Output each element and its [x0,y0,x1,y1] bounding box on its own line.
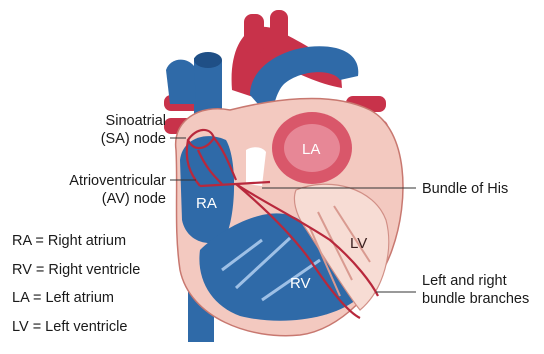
legend-item-la: LA = Left atrium [12,284,140,313]
chamber-label-lv: LV [350,235,367,252]
abbreviation-legend: RA = Right atrium RV = Right ventricle L… [12,227,140,341]
av-node-label: Atrioventricular (AV) node [32,172,166,208]
right-atrium [180,136,234,243]
sa-node-label: Sinoatrial (SA) node [62,112,166,148]
legend-item-lv: LV = Left ventricle [12,313,140,342]
chamber-label-la: LA [302,141,320,158]
legend-item-rv: RV = Right ventricle [12,256,140,285]
brachiocephalic-vein [166,60,196,104]
aortic-branch [270,10,288,46]
chamber-label-rv: RV [290,275,311,292]
legend-item-ra: RA = Right atrium [12,227,140,256]
bundle-of-his-label: Bundle of His [422,180,508,198]
chamber-label-ra: RA [196,195,217,212]
bundle-branches-label: Left and right bundle branches [422,272,529,308]
aortic-branch [244,14,264,54]
